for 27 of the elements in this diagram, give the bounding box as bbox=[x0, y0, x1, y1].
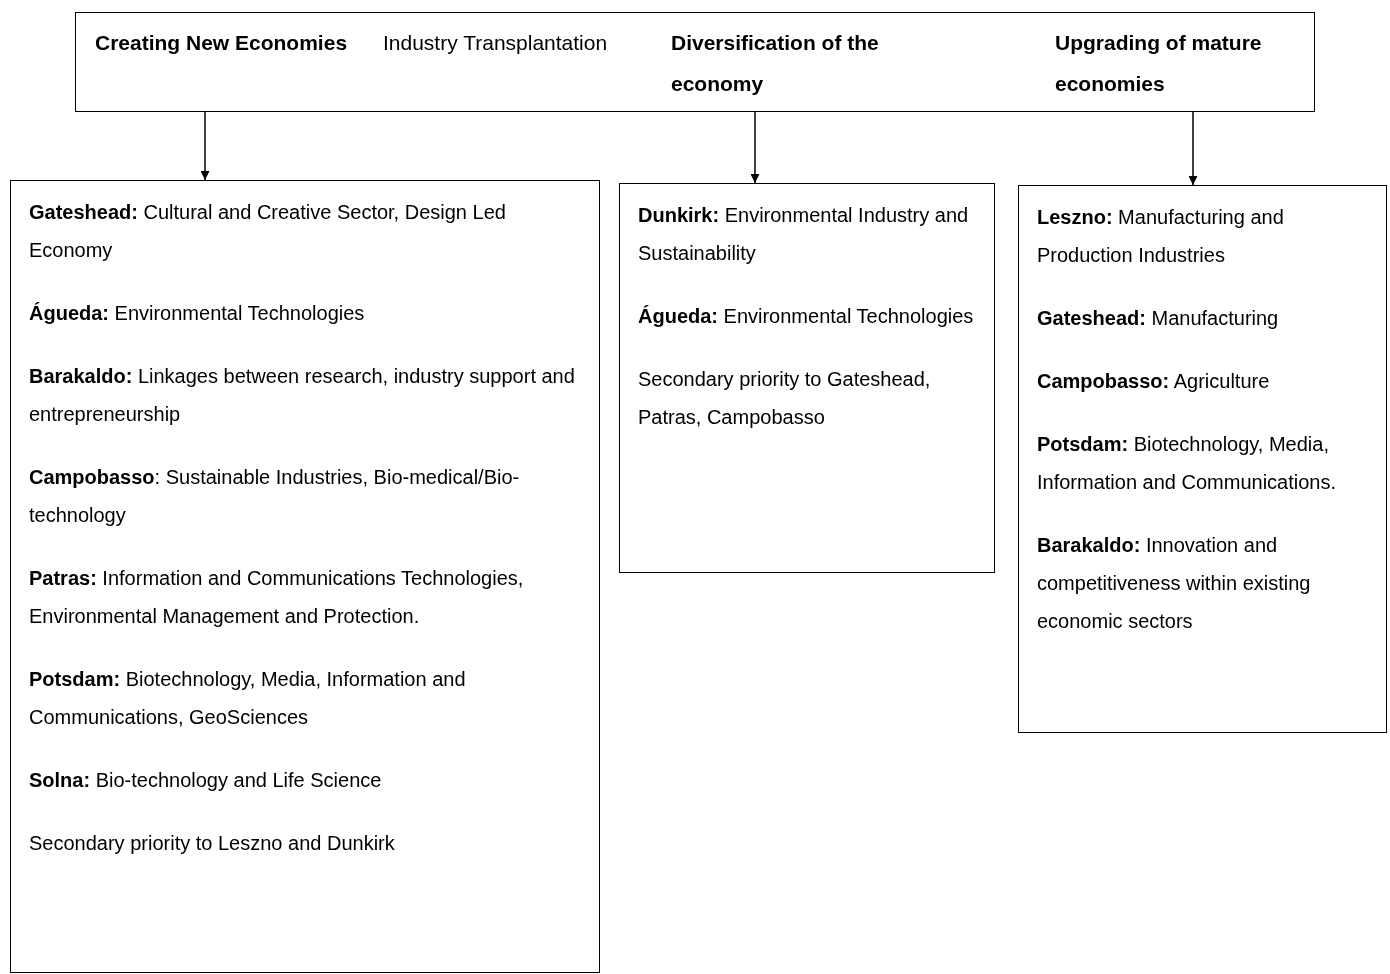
category-heading: Upgrading of mature economies bbox=[1055, 30, 1263, 97]
city-entry: Águeda: Environmental Technologies bbox=[638, 304, 975, 329]
category-heading: Industry Transplantation bbox=[383, 30, 609, 56]
city-entry: Campobasso: Agriculture bbox=[1037, 369, 1271, 394]
city-list-box bbox=[1018, 185, 1387, 733]
city-entry: Secondary priority to Leszno and Dunkirk bbox=[29, 831, 396, 856]
city-entry: Solna: Bio-technology and Life Science bbox=[29, 768, 383, 793]
city-entry: Barakaldo: Linkages between research, industry support and entrepreneurship bbox=[29, 364, 576, 427]
arrow bbox=[200, 111, 210, 181]
category-box bbox=[75, 12, 1315, 112]
city-entry: Campobasso: Sustainable Industries, Bio-medical/Bio-technology bbox=[29, 465, 521, 528]
city-entry: Secondary priority to Gateshead, Patras, Campobasso bbox=[638, 367, 932, 430]
arrow bbox=[750, 111, 760, 184]
city-list-box bbox=[10, 180, 600, 973]
city-entry: Dunkirk: Environmental Industry and Sustainability bbox=[638, 203, 970, 266]
city-entry: Patras: Information and Communications Technologies, Environmental Management and Protection. bbox=[29, 566, 525, 629]
city-entry: Gateshead: Manufacturing bbox=[1037, 306, 1280, 331]
city-entry: Barakaldo: Innovation and competitiveness within existing economic sectors bbox=[1037, 533, 1312, 634]
arrow bbox=[1188, 111, 1198, 186]
city-list-box bbox=[619, 183, 995, 573]
city-entry: Leszno: Manufacturing and Production Industries bbox=[1037, 205, 1285, 268]
category-heading: Creating New Economies bbox=[95, 30, 349, 56]
city-entry: Gateshead: Cultural and Creative Sector, Design Led Economy bbox=[29, 200, 507, 263]
city-entry: Potsdam: Biotechnology, Media, Information and Communications. bbox=[1037, 432, 1338, 495]
category-heading: Diversification of the economy bbox=[671, 30, 880, 97]
city-entry: Águeda: Environmental Technologies bbox=[29, 301, 366, 326]
city-entry: Potsdam: Biotechnology, Media, Information and Communications, GeoSciences bbox=[29, 667, 467, 730]
